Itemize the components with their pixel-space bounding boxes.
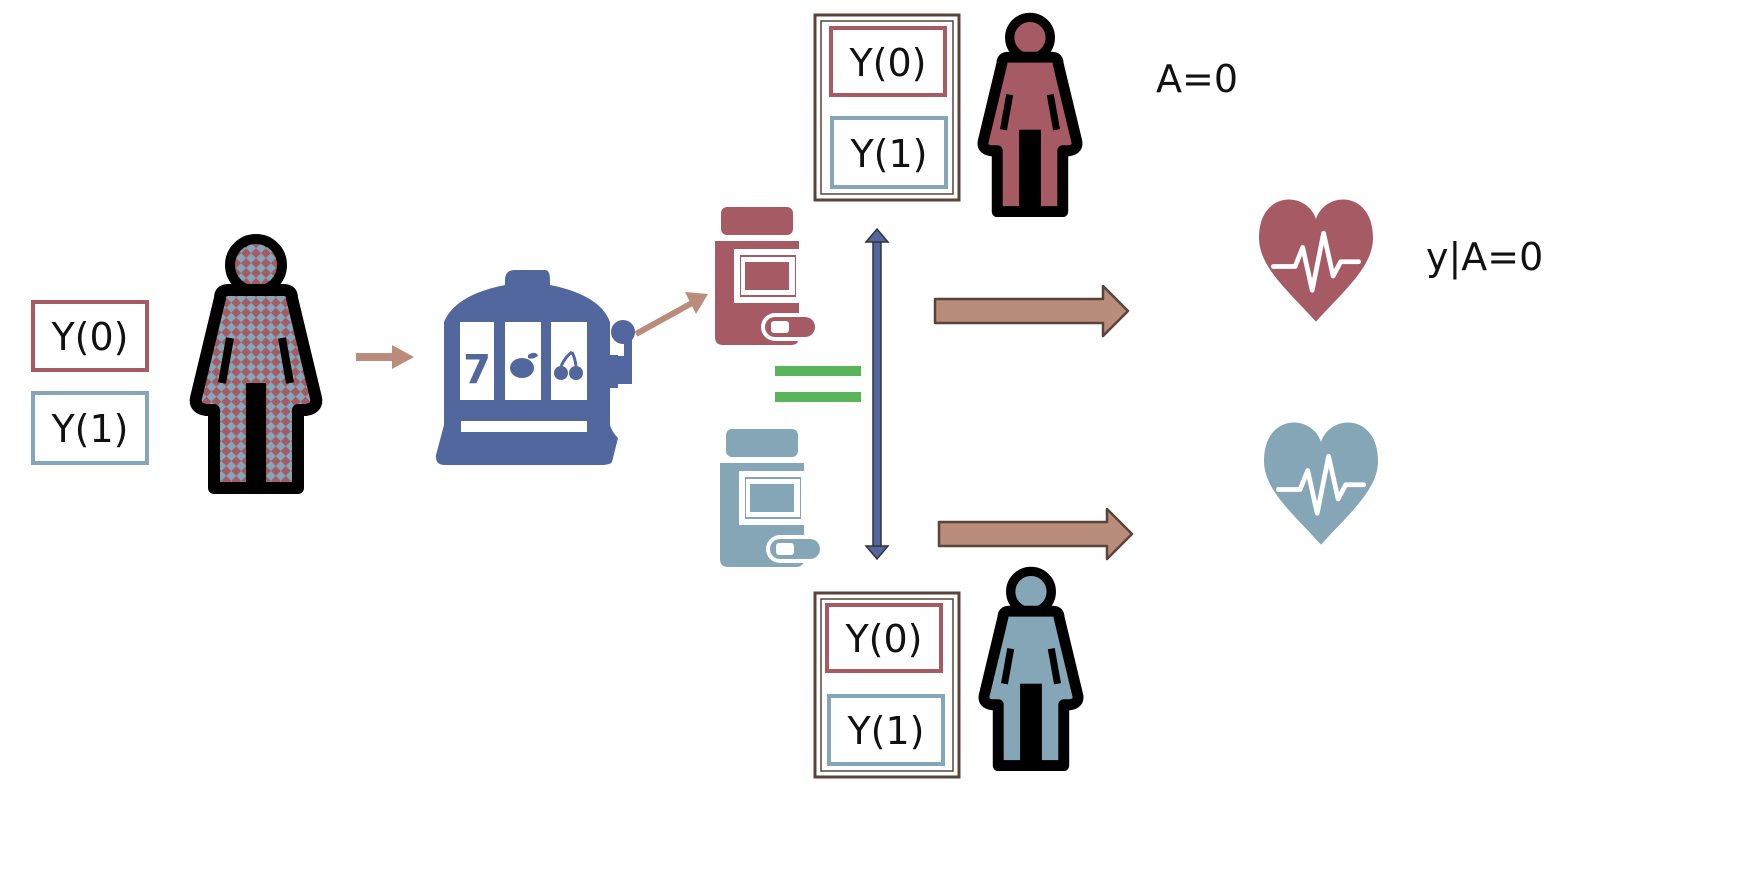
slot-machine-icon: 7 bbox=[435, 270, 635, 465]
reel-seven: 7 bbox=[463, 347, 491, 393]
arrow-to-control-outcome-icon bbox=[933, 284, 1130, 338]
treated-y0-box: Y(0) bbox=[825, 603, 943, 673]
arrow-to-randomizer-icon bbox=[356, 345, 414, 369]
arrow-to-treated-outcome-icon bbox=[937, 507, 1134, 561]
equals-icon bbox=[775, 366, 861, 402]
control-pill-bottle-icon bbox=[715, 207, 819, 345]
double-headed-arrow-icon bbox=[864, 227, 890, 561]
control-heart-pulse-icon bbox=[1259, 199, 1373, 322]
population-y1-box: Y(1) bbox=[31, 391, 149, 465]
lemon-icon bbox=[510, 352, 538, 378]
treated-y1-box: Y(1) bbox=[827, 694, 945, 766]
control-y0-label: Y(0) bbox=[848, 41, 926, 85]
treated-y0-label: Y(0) bbox=[844, 617, 922, 661]
arrow-to-control-pill-icon bbox=[634, 292, 708, 337]
population-person-icon bbox=[189, 234, 323, 494]
control-y0-box: Y(0) bbox=[829, 26, 947, 97]
control-y1-box: Y(1) bbox=[830, 116, 948, 189]
control-person-icon bbox=[977, 12, 1083, 218]
population-y0-label: Y(0) bbox=[50, 315, 128, 359]
treated-heart-pulse-icon bbox=[1264, 422, 1378, 545]
treated-y1-label: Y(1) bbox=[846, 709, 924, 753]
cherry-icon bbox=[554, 350, 583, 380]
treated-pill-bottle-icon bbox=[720, 429, 824, 567]
population-y0-box: Y(0) bbox=[31, 300, 149, 372]
assignment-label: A=0 bbox=[1156, 57, 1238, 101]
treated-person-icon bbox=[978, 566, 1084, 772]
control-y1-label: Y(1) bbox=[849, 132, 927, 176]
population-y1-label: Y(1) bbox=[50, 407, 128, 451]
outcome-label: y|A=0 bbox=[1426, 235, 1543, 280]
